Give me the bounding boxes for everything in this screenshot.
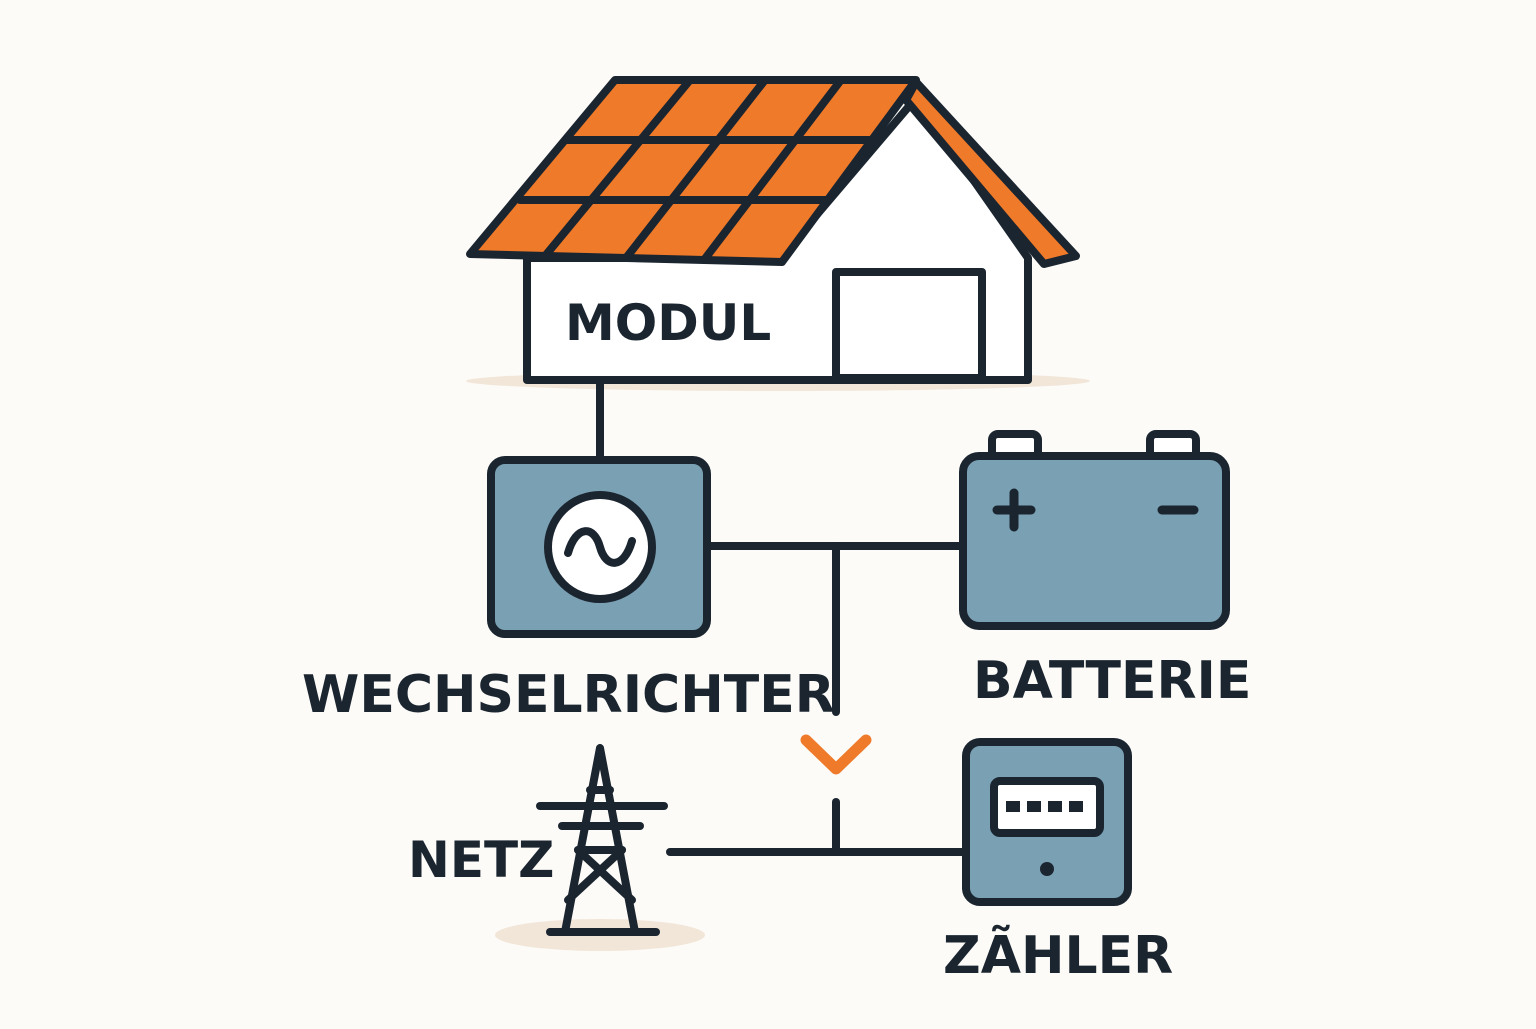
inverter-label: WECHSELRICHTER [302,665,835,725]
meter-digits [1006,801,1083,812]
chevron-down-icon [800,734,872,775]
solar-grid-col-3 [700,76,845,264]
battery-body [959,452,1230,630]
garage-door [832,268,986,382]
plus-icon [992,488,1036,532]
pylon-frame [561,744,639,936]
house-icon: MODUL [466,76,1080,384]
inverter-sine-wave-icon [487,456,711,638]
battery-icon [959,430,1230,630]
sine-wave-glyph [564,527,636,567]
solar-panel-roof-icon [466,76,920,266]
power-pylon-icon [536,744,668,936]
solar-grid-col-2 [622,76,769,262]
electricity-meter-icon [962,738,1132,906]
grid-label: NETZ [408,831,554,889]
solar-grid-col-1 [541,76,694,260]
meter-display [990,777,1104,837]
meter-indicator-dot [1040,862,1054,876]
module-label: MODUL [565,294,771,352]
wires [596,376,970,856]
meter-label: ZÃHLER [943,925,1173,986]
battery-label: BATTERIE [973,651,1251,711]
